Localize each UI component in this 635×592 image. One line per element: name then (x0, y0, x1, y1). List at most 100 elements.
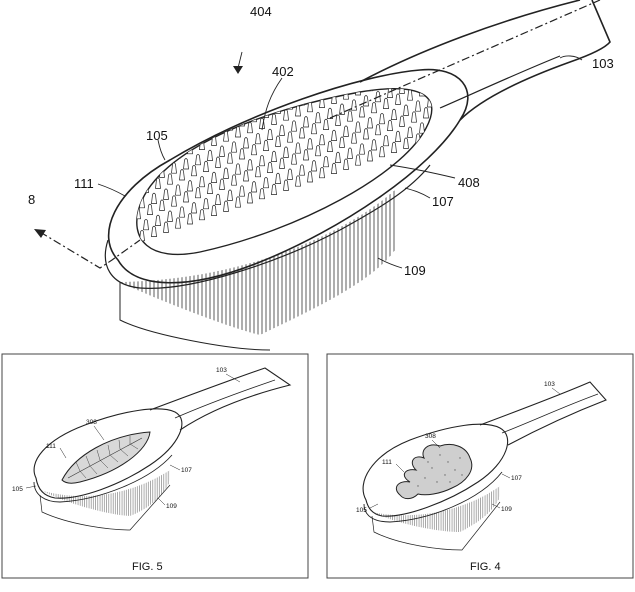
bristle-stud (299, 127, 305, 139)
bristle-stud (183, 88, 189, 100)
bristle-stud (295, 105, 301, 117)
bristle-stud (300, 24, 305, 35)
fig4-label-111: 111 (382, 459, 392, 466)
bristle-stud (167, 210, 173, 222)
bristle-stud (215, 88, 221, 98)
bristle-stud (195, 116, 201, 128)
bristle-stud (124, 180, 129, 191)
bristle-stud (163, 221, 169, 233)
bristle-stud (384, 28, 389, 39)
bristle-stud (108, 92, 113, 103)
bristle-stud (151, 225, 157, 237)
bristle-stud (359, 143, 365, 155)
bristle-stud (283, 109, 289, 121)
bristle-stud (396, 24, 401, 35)
bristle-stud (336, 12, 341, 23)
bristle-stud (171, 125, 177, 137)
fig5-label-111: 111 (46, 443, 56, 450)
bristle-stud (320, 27, 325, 38)
bristle-stud (275, 135, 281, 147)
bristle-stud (296, 73, 301, 84)
bristle-stud (283, 146, 289, 158)
bristle-stud (275, 172, 281, 184)
bristle-stud (407, 89, 413, 101)
bristle-stud (267, 128, 273, 140)
bristle-stud (143, 111, 149, 123)
label-8: 8 (28, 192, 35, 207)
bristle-stud (368, 10, 373, 21)
bristle-stud (227, 189, 233, 201)
main-brush-figure: 404 402 103 105 111 8 408 107 109 (28, 0, 614, 351)
fig4-flame-insert (395, 444, 473, 500)
bristle-stud (367, 88, 373, 92)
bristle-stud (327, 140, 333, 152)
bristle-stud (216, 54, 221, 64)
bristle-stud (316, 75, 321, 86)
bristle-stud (380, 6, 385, 17)
bristle-stud (212, 65, 217, 76)
bristle-stud (279, 88, 285, 99)
bristle-stud (336, 45, 341, 56)
bristle-stud (328, 71, 333, 82)
bristle-stud (128, 202, 133, 213)
bristle-stud (252, 41, 257, 52)
bristle-stud (171, 195, 177, 207)
bristle-stud (128, 94, 133, 105)
bristle-stud (124, 142, 129, 153)
bristle-stud (331, 162, 337, 174)
bristle-stud (383, 134, 389, 147)
bristle-stud (220, 76, 225, 87)
bristle-stud (151, 192, 157, 204)
bristle-stud (251, 181, 257, 193)
bristle-stud (227, 152, 233, 164)
bristle-stud (332, 23, 337, 34)
bristle-stud (159, 199, 165, 211)
bristle-stud (344, 56, 349, 66)
bristle-stud (259, 88, 265, 96)
bristle-stud (343, 125, 349, 137)
bristle-stud (291, 153, 297, 165)
bristle-stud (171, 162, 177, 174)
bristle-stud (344, 19, 349, 30)
bristle-stud (339, 136, 345, 148)
bristle-stud (404, 0, 409, 8)
bristle-stud (167, 140, 173, 152)
bristle-stud (380, 43, 385, 54)
fig5-label-103: 103 (216, 367, 227, 374)
bristle-stud (223, 167, 229, 179)
bristle-stud (279, 124, 285, 136)
bristle-stud (239, 185, 245, 197)
bristle-stud (320, 64, 325, 75)
bristle-stud (267, 161, 273, 173)
fig5-label-109: 109 (166, 503, 177, 510)
bristle-stud (288, 29, 293, 40)
bristle-stud (340, 34, 345, 45)
bristle-stud (136, 137, 141, 149)
bristle-stud (296, 35, 301, 46)
bristle-stud (120, 120, 125, 131)
bristle-stud (167, 103, 173, 115)
bristle-stud (168, 71, 173, 82)
bristle-stud (139, 159, 145, 171)
bristle-stud (291, 88, 297, 95)
bristle-stud (415, 100, 421, 112)
bristle-stud (195, 153, 201, 166)
bristle-stud (207, 88, 213, 91)
bristle-stud (136, 88, 137, 94)
bristle-stud (303, 149, 309, 161)
bristle-stud (412, 42, 417, 53)
main-head-outline (107, 68, 469, 284)
bristle-stud (175, 217, 181, 229)
bristle-stud (155, 107, 161, 119)
bristle-stud (352, 63, 357, 74)
bristle-stud (187, 213, 193, 225)
bristle-stud (308, 68, 313, 79)
bristle-stud (351, 99, 357, 111)
bristle-stud (156, 75, 161, 86)
bristle-stud (179, 98, 185, 111)
bristle-stud (199, 175, 205, 188)
bristle-stud (223, 97, 229, 109)
bristle-stud (252, 74, 257, 85)
bristle-stud (392, 2, 397, 13)
bristle-stud (199, 105, 205, 117)
